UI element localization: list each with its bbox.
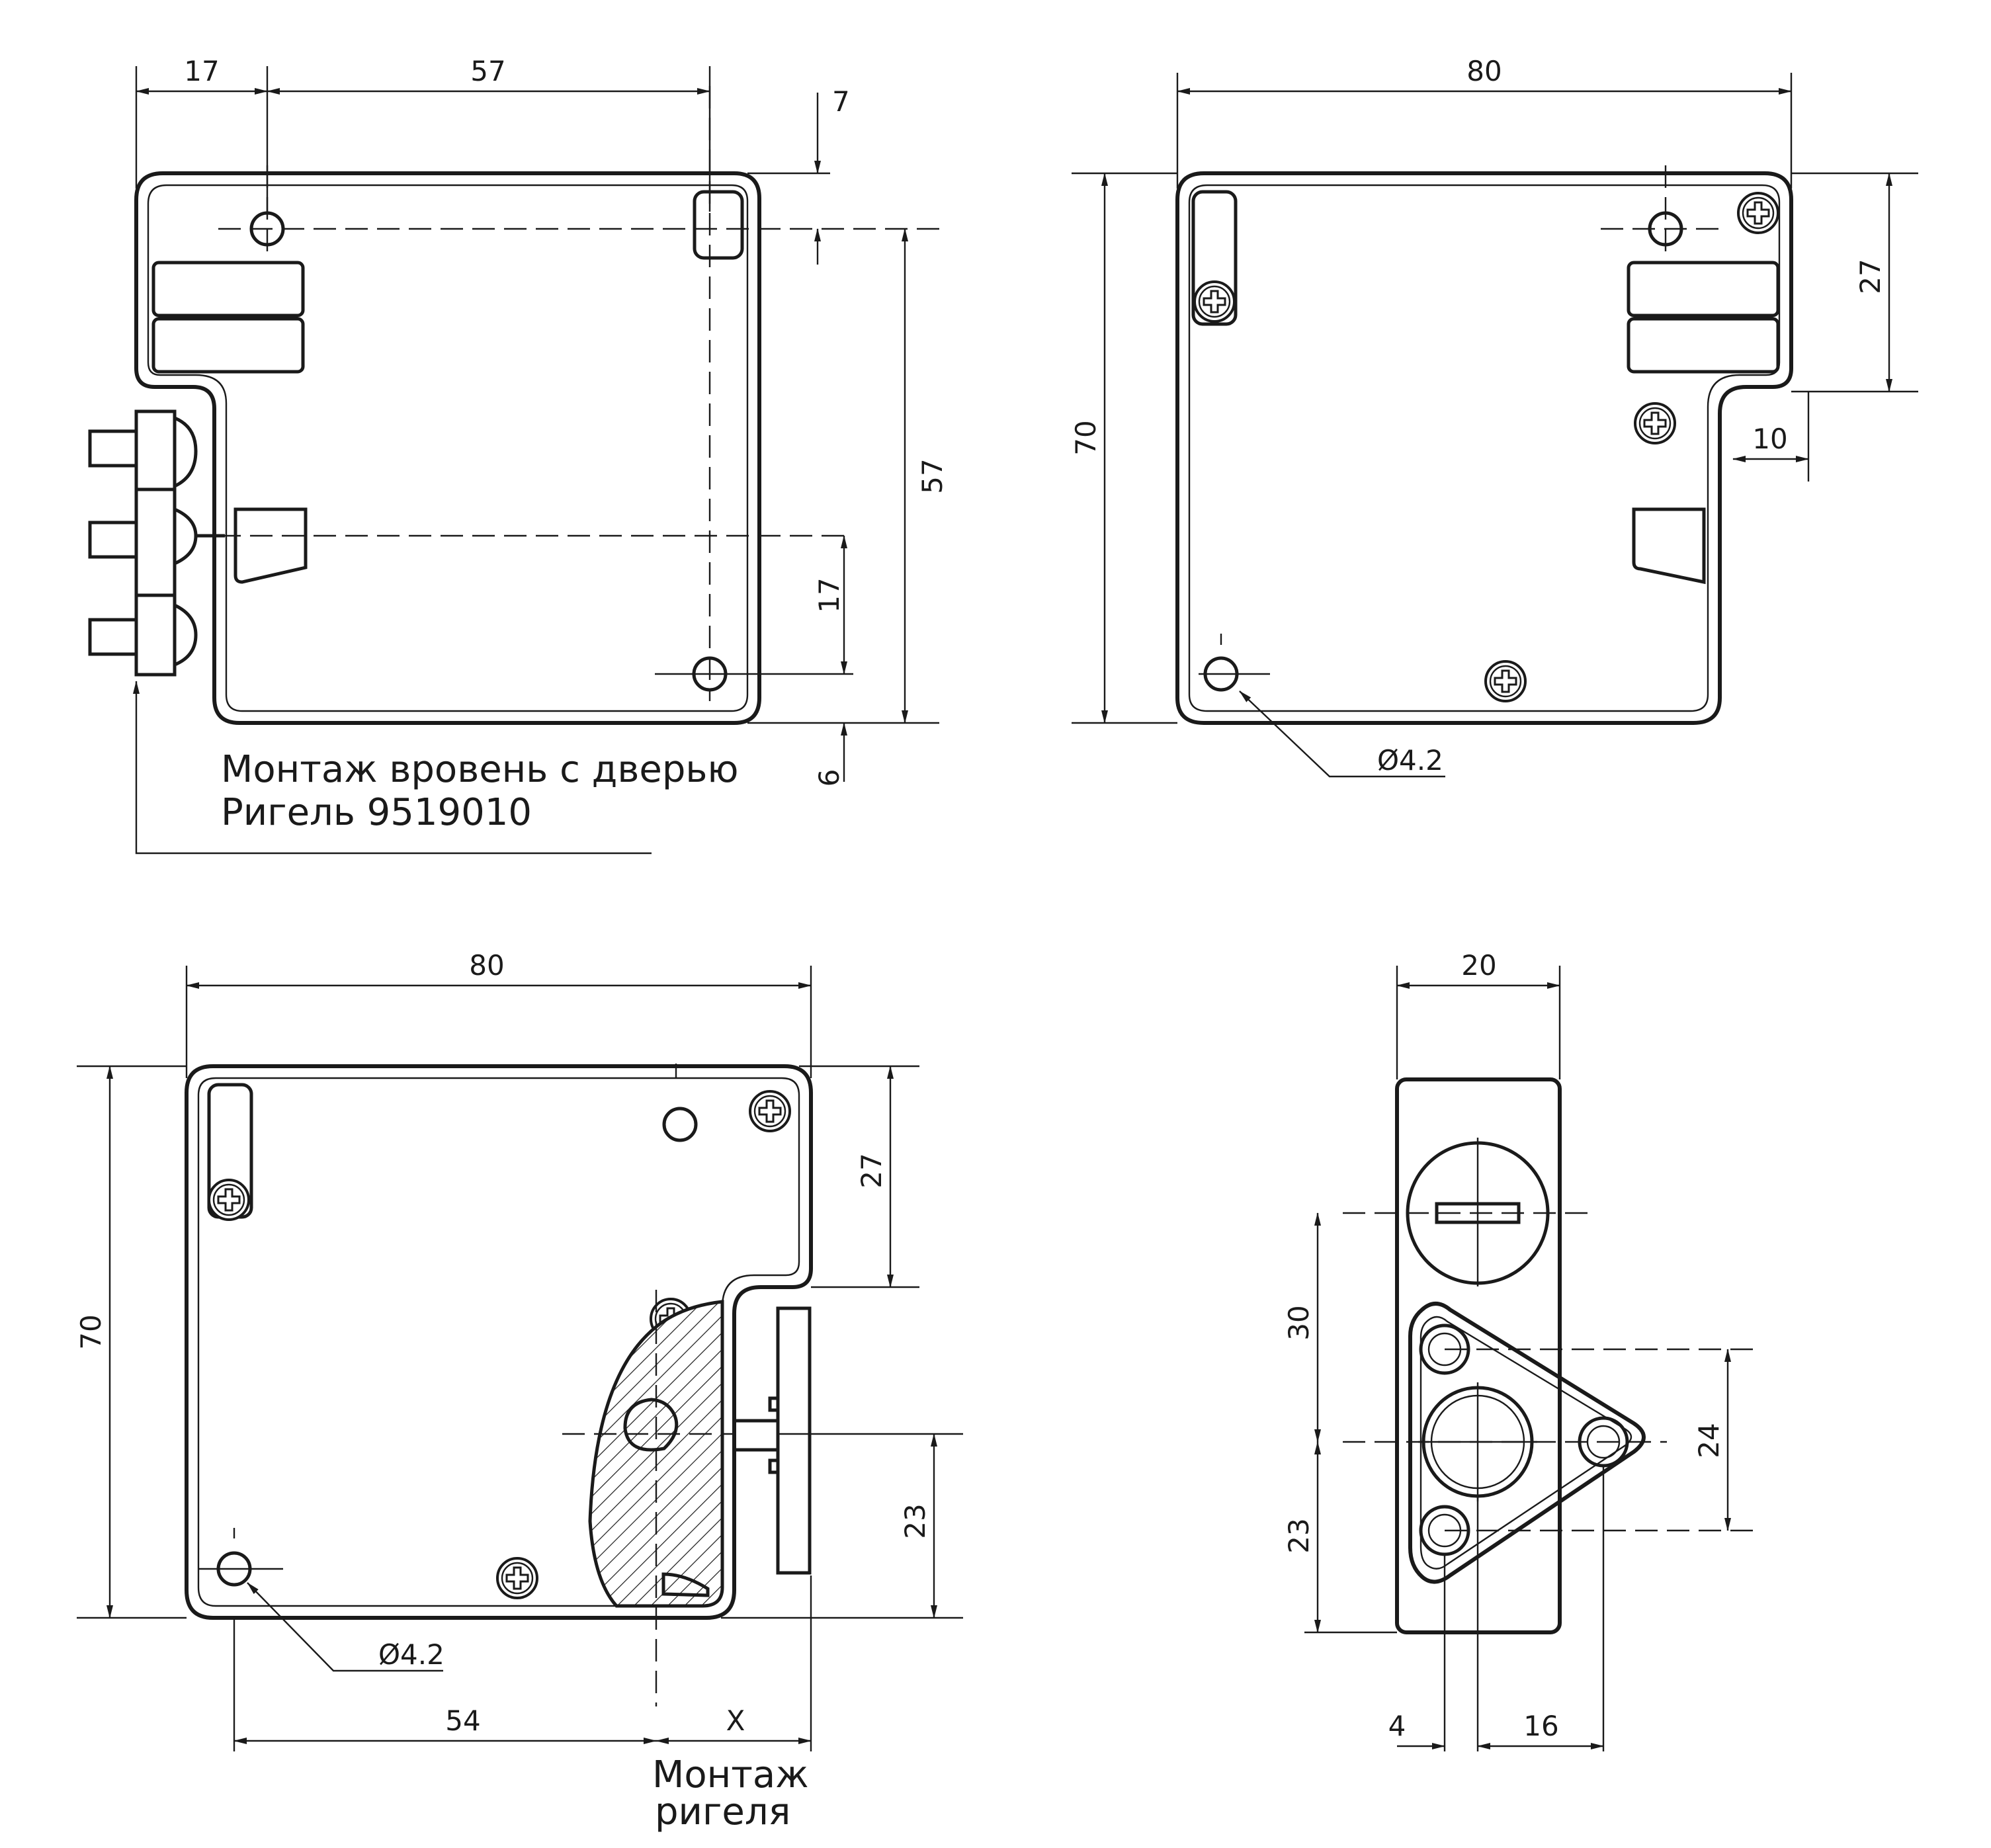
screw-icon [208, 1179, 250, 1221]
dim-10-label: 10 [1752, 423, 1787, 455]
flush-mount-leader [133, 681, 652, 855]
flush-mount-note: Монтаж вровень с дверью [221, 748, 739, 791]
bolt-head [173, 507, 198, 566]
dim-17-vertical-label: 17 [813, 577, 845, 612]
latch-tooth [661, 1572, 710, 1597]
mounting-hole-top [662, 1107, 698, 1142]
dim-70-label: 70 [1070, 420, 1102, 455]
screw-icon [1193, 280, 1236, 323]
dim-4-label: 4 [1388, 1710, 1406, 1742]
latch-window-upper [151, 261, 305, 317]
lock-body-outline [1175, 171, 1793, 725]
dim-57-vertical-label: 57 [916, 458, 949, 493]
dim-6-label: 6 [813, 769, 845, 787]
screw-icon [1484, 660, 1527, 702]
dim-7-label: 7 [832, 85, 850, 118]
latch-window-lower [151, 317, 305, 374]
lock-body-outline [134, 171, 761, 725]
bolt-part-number: Ригель 9519010 [221, 791, 532, 834]
screw-icon [1737, 192, 1779, 234]
dim-27-label: 27 [1854, 259, 1886, 294]
dim-24-label: 24 [1693, 1423, 1725, 1458]
cam-window [233, 507, 308, 584]
dim-80-label: 80 [1466, 55, 1502, 87]
lock-body-inner [147, 184, 749, 712]
dim-30-label: 30 [1283, 1305, 1315, 1340]
hole-diameter-label: Ø4.2 [1377, 744, 1443, 777]
view-bottom-left: 80 70 27 23 54 X Ø4.2 Монтаж ригеля [75, 949, 963, 1833]
triangle-cam [1408, 1302, 1646, 1584]
screw-icon [496, 1557, 538, 1599]
lock-body-outline [185, 1064, 813, 1620]
hole-diameter-leader [1239, 691, 1445, 778]
dim-17-label: 17 [184, 55, 219, 87]
screw-icon [749, 1090, 791, 1132]
bolt-mount-note-2: ригеля [655, 1790, 790, 1833]
dim-20-label: 20 [1461, 949, 1496, 982]
bolt-plate [768, 1306, 812, 1575]
latch-window-lower [1627, 317, 1780, 374]
hole-diameter-leader [247, 1582, 443, 1672]
cam-notch [623, 1398, 679, 1452]
latch-window-upper [1627, 261, 1780, 317]
top-right-slot [693, 190, 744, 260]
dim-23-label: 23 [899, 1503, 931, 1538]
bolt-pin [88, 521, 138, 559]
adjust-slot [1191, 190, 1238, 326]
view-top-right: 80 70 27 10 Ø4.2 [1070, 55, 1918, 778]
dim-27-label: 27 [855, 1153, 888, 1188]
dim-16-label: 16 [1523, 1710, 1558, 1742]
bolt-pin [88, 429, 138, 468]
dim-23-label: 23 [1283, 1518, 1315, 1553]
lock-body-inner [1188, 184, 1781, 712]
dim-x-label: X [726, 1704, 745, 1737]
hole-diameter-label: Ø4.2 [378, 1638, 445, 1671]
bolt-plate [134, 409, 177, 677]
view-top-left: 17 57 7 57 17 6 Монтаж вровень с дверью … [88, 55, 949, 855]
dim-57-label: 57 [470, 55, 505, 87]
bolt-head [173, 415, 198, 489]
dim-80-label: 80 [469, 949, 504, 982]
bolt-mount-note: Монтаж [652, 1753, 809, 1796]
bolt-head [173, 603, 198, 667]
bolt-pin [88, 618, 138, 656]
cam-window [1632, 507, 1706, 585]
dim-54-label: 54 [445, 1704, 480, 1737]
view-bottom-right: 20 30 23 24 4 16 [1283, 949, 1753, 1751]
dim-70-label: 70 [75, 1314, 107, 1349]
bolt-shaft [732, 1419, 780, 1452]
triangle-cam-inner [1419, 1316, 1632, 1570]
screw-icon [1634, 402, 1676, 444]
cam-hole [1419, 1323, 1470, 1375]
